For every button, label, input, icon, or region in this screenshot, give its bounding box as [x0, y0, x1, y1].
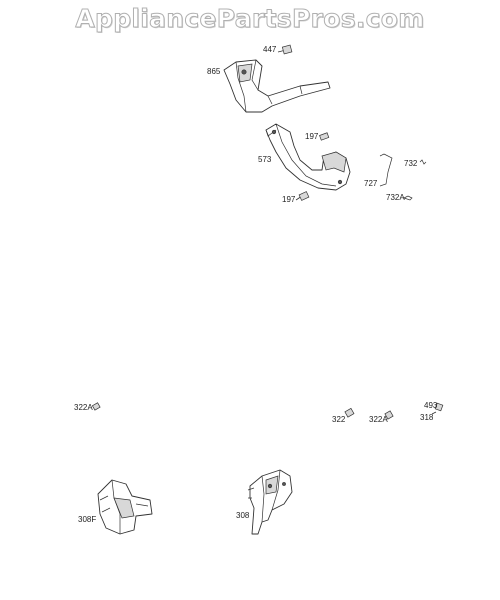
callout-447: 447 [263, 45, 277, 54]
callout-318: 318 [420, 413, 434, 422]
part-308-bracket[interactable] [247, 469, 293, 535]
callout-308f: 308F [78, 515, 97, 524]
callout-308: 308 [236, 511, 250, 520]
part-447-screw[interactable] [277, 44, 293, 55]
part-197-screw-upper[interactable] [319, 132, 330, 141]
callout-197-lower: 197 [282, 195, 296, 204]
callout-197-upper: 197 [305, 132, 319, 141]
callout-732: 732 [404, 159, 418, 168]
part-732-spring[interactable] [419, 159, 427, 165]
callout-865: 865 [207, 67, 221, 76]
part-322-screw[interactable] [344, 407, 355, 418]
callout-732a: 732A [386, 193, 405, 202]
callout-493: 493 [424, 401, 438, 410]
part-322a-screw-left[interactable] [91, 402, 101, 411]
part-197-screw-lower[interactable] [295, 191, 310, 201]
part-732a-clip[interactable] [403, 195, 413, 201]
callout-322: 322 [332, 415, 346, 424]
callout-322a-right: 322A [369, 415, 388, 424]
part-308f-baffle[interactable] [97, 479, 153, 535]
callout-573: 573 [258, 155, 272, 164]
part-865-bracket[interactable] [223, 59, 331, 113]
part-322a-screw-right[interactable] [384, 410, 394, 420]
part-727-link[interactable] [379, 153, 393, 187]
callout-322a-left: 322A [74, 403, 93, 412]
part-493-318-fastener[interactable] [431, 402, 444, 415]
callout-727: 727 [364, 179, 378, 188]
part-573-shroud[interactable] [265, 123, 351, 191]
watermark-logo: AppliancePartsPros.com [75, 4, 425, 34]
